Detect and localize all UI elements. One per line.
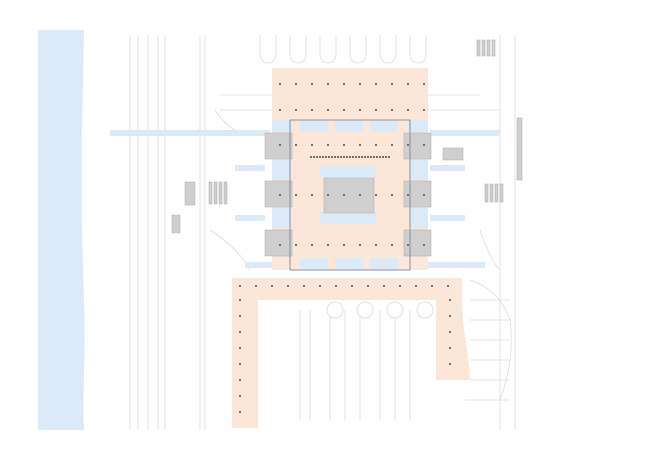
column <box>423 144 425 146</box>
column <box>449 347 451 349</box>
column <box>327 144 329 146</box>
column <box>295 144 297 146</box>
column <box>239 299 241 301</box>
column <box>391 83 393 85</box>
column <box>423 109 425 111</box>
column <box>343 83 345 85</box>
column <box>359 144 361 146</box>
column <box>311 109 313 111</box>
column <box>311 144 313 146</box>
column <box>239 331 241 333</box>
column <box>449 299 451 301</box>
column <box>239 285 241 287</box>
column <box>271 285 273 287</box>
column <box>295 109 297 111</box>
column <box>239 379 241 381</box>
column <box>327 194 329 196</box>
structural-columns <box>239 83 451 413</box>
drop-off-loops <box>326 301 434 319</box>
river-water <box>38 30 85 430</box>
column <box>399 285 401 287</box>
column <box>375 109 377 111</box>
column <box>359 83 361 85</box>
column <box>311 244 313 246</box>
column <box>279 109 281 111</box>
column <box>407 109 409 111</box>
column <box>375 244 377 246</box>
column <box>359 244 361 246</box>
column <box>367 285 369 287</box>
column <box>279 194 281 196</box>
column <box>407 194 409 196</box>
water-features <box>110 130 500 268</box>
column <box>431 285 433 287</box>
inner-pools <box>272 120 428 270</box>
column <box>239 363 241 365</box>
column <box>449 315 451 317</box>
column <box>415 285 417 287</box>
column <box>327 83 329 85</box>
column <box>407 83 409 85</box>
column <box>391 144 393 146</box>
column <box>311 194 313 196</box>
column <box>351 285 353 287</box>
column <box>279 144 281 146</box>
column <box>359 194 361 196</box>
column <box>239 315 241 317</box>
column <box>375 194 377 196</box>
column <box>449 331 451 333</box>
column <box>303 285 305 287</box>
structural-outline <box>289 119 411 271</box>
column <box>449 363 451 365</box>
column <box>255 285 257 287</box>
column <box>391 109 393 111</box>
column <box>279 244 281 246</box>
column <box>407 144 409 146</box>
column <box>239 395 241 397</box>
core-blocks <box>171 39 523 257</box>
column <box>375 83 377 85</box>
column <box>239 411 241 413</box>
column <box>391 194 393 196</box>
column <box>327 244 329 246</box>
column <box>295 244 297 246</box>
column <box>327 109 329 111</box>
column <box>343 244 345 246</box>
column <box>359 109 361 111</box>
column <box>295 194 297 196</box>
column <box>287 285 289 287</box>
column <box>239 347 241 349</box>
column <box>311 83 313 85</box>
column <box>391 244 393 246</box>
column <box>319 285 321 287</box>
column <box>407 244 409 246</box>
column <box>383 285 385 287</box>
column <box>423 194 425 196</box>
column <box>295 83 297 85</box>
column <box>343 144 345 146</box>
column <box>279 83 281 85</box>
column <box>447 285 449 287</box>
column <box>423 244 425 246</box>
column <box>375 144 377 146</box>
column <box>343 194 345 196</box>
column <box>335 285 337 287</box>
column <box>343 109 345 111</box>
column <box>423 83 425 85</box>
